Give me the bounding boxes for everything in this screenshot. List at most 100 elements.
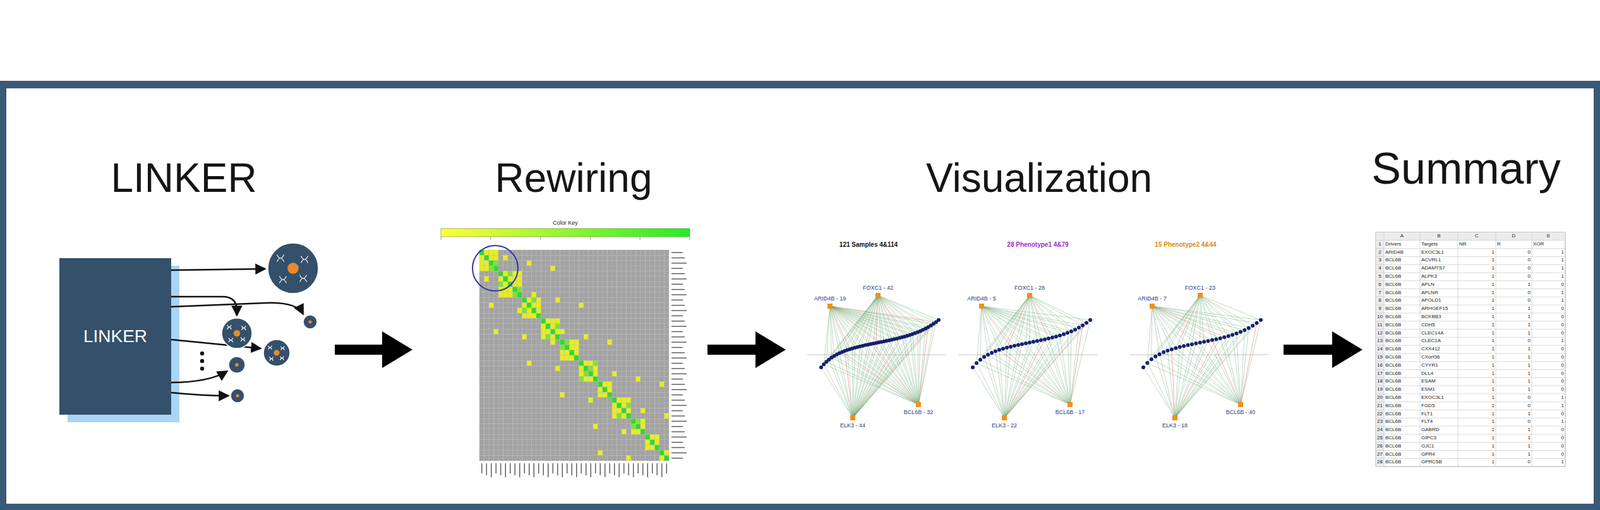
heatmap-cell (583, 408, 589, 414)
row-tick (671, 257, 685, 259)
heatmap-cell (488, 387, 494, 393)
heatmap-cell (626, 392, 632, 398)
heatmap-cell (522, 418, 528, 424)
heatmap-cell (522, 424, 528, 430)
heatmap-cell (493, 392, 500, 398)
heatmap-cell (564, 418, 570, 424)
heatmap-cell (579, 334, 585, 340)
heatmap-cell (617, 382, 623, 388)
heatmap-cell (583, 376, 589, 382)
heatmap-cell (479, 270, 485, 277)
heatmap-cell (564, 313, 570, 319)
heatmap-cell (560, 250, 566, 256)
heatmap-cell (631, 297, 637, 303)
heatmap-cell (526, 392, 532, 398)
heatmap-cell (640, 392, 646, 398)
heatmap-cell (621, 413, 627, 419)
heatmap-cell (503, 429, 509, 435)
heatmap-cell (636, 303, 642, 309)
heatmap-cell (512, 329, 518, 335)
heatmap-cell (550, 297, 556, 303)
heatmap-cell (498, 297, 504, 303)
heatmap-cell (493, 366, 500, 372)
heatmap-cell (645, 408, 651, 414)
heatmap-cell (517, 308, 523, 314)
heatmap-cell (655, 292, 661, 298)
heatmap-cell (531, 360, 537, 366)
heatmap-cell (498, 413, 504, 419)
heatmap-cell (555, 434, 561, 440)
heatmap-cell (598, 276, 604, 282)
heatmap-cell (498, 456, 504, 462)
heatmap-cell (493, 303, 500, 309)
heatmap-cell (664, 281, 670, 287)
heatmap-cell (621, 297, 627, 303)
frame-border (6, 88, 1594, 505)
heatmap-cell (541, 250, 547, 256)
heatmap-cell (560, 418, 566, 424)
heatmap-cell (488, 424, 494, 430)
heatmap-cell (655, 450, 661, 456)
regulation-line (1029, 295, 1031, 343)
heatmap-cell (526, 344, 532, 350)
heatmap-cell (498, 397, 504, 404)
heatmap-cell (545, 424, 551, 430)
heatmap-cell (541, 413, 547, 419)
heatmap-cell (645, 303, 651, 309)
regulation-line (830, 306, 850, 350)
heatmap-cell (522, 276, 528, 282)
heatmap-cell (555, 318, 561, 325)
heatmap-cell (640, 329, 646, 335)
heatmap-cell (583, 255, 589, 261)
heatmap-cell (598, 366, 604, 372)
column-tick (538, 463, 539, 474)
target-dot (970, 365, 975, 370)
heatmap-cell (645, 450, 651, 456)
heatmap-cell (626, 250, 632, 256)
heatmap-cell (545, 286, 551, 292)
heatmap-cell (602, 360, 608, 366)
heatmap-cell (569, 297, 575, 303)
column-tick (647, 463, 649, 478)
column-tick (595, 463, 596, 474)
heatmap-cell (512, 408, 518, 414)
heatmap-cell (621, 303, 627, 309)
regulation-line (852, 295, 879, 349)
heatmap-cell (636, 297, 642, 303)
heatmap-cell (536, 424, 542, 430)
heatmap-cell (649, 413, 656, 419)
heatmap-cell (564, 360, 570, 366)
heatmap-cell (498, 429, 504, 435)
heatmap-cell (621, 270, 627, 277)
heatmap-cell (498, 387, 504, 393)
heatmap-cell (598, 403, 604, 409)
heatmap-cell (526, 408, 532, 414)
heatmap-cell (541, 440, 547, 446)
heatmap-cell (593, 355, 599, 361)
heatmap-cell (631, 360, 637, 366)
heatmap-cell (607, 250, 613, 256)
heatmap-cell (526, 303, 532, 309)
heatmap-cell (560, 350, 566, 356)
heatmap-cell (536, 329, 542, 335)
heatmap-cell (522, 318, 528, 325)
heatmap-cell (493, 360, 500, 366)
heatmap-cell (503, 418, 509, 424)
heatmap-cell (593, 334, 599, 340)
heatmap-cell (512, 292, 518, 298)
heatmap-cell (526, 318, 532, 325)
heatmap-cell (645, 334, 651, 340)
heatmap-cell (522, 445, 528, 451)
heatmap-cell (579, 344, 585, 350)
heatmap-cell (498, 434, 504, 440)
heatmap-cell (621, 255, 627, 261)
heatmap-cell (479, 297, 485, 303)
heatmap-cell (636, 445, 642, 451)
heatmap-cell (621, 360, 627, 366)
heatmap-cell (545, 445, 551, 451)
heatmap-cell (602, 344, 608, 350)
heatmap-cell (560, 408, 566, 414)
heatmap-cell (631, 408, 637, 414)
heatmap-cell (602, 403, 608, 409)
heatmap-cell (583, 387, 589, 393)
